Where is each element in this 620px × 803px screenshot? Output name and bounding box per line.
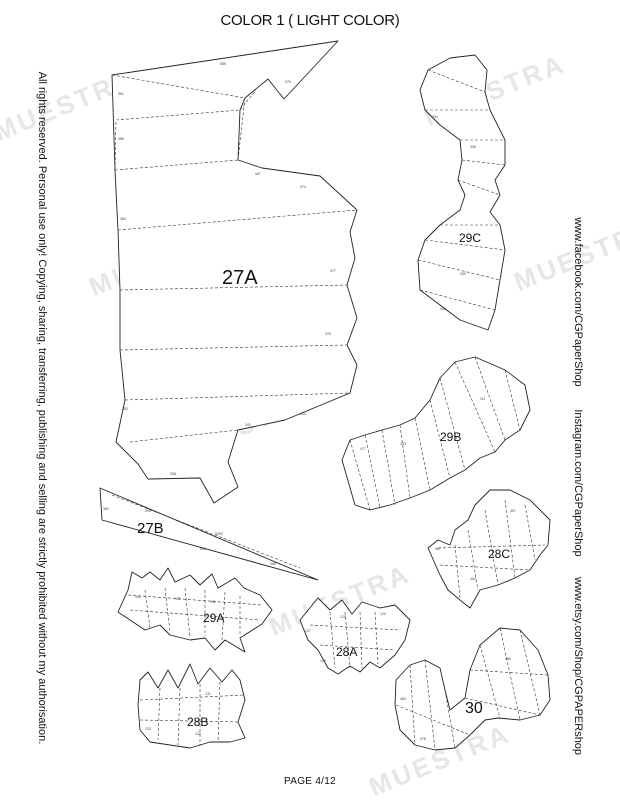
label-30: 30: [465, 700, 483, 717]
piece-27A: 085 376 381 386 067 374 384 377 379 383 …: [111, 40, 358, 504]
svg-text:131: 131: [205, 692, 211, 696]
piece-28A: 127 125 129 124: [299, 597, 411, 675]
piece-28B: 133 132 131: [137, 663, 246, 749]
svg-text:085: 085: [220, 62, 226, 66]
piece-27B: 382 090 5003 543 088: [99, 487, 319, 581]
svg-text:379: 379: [325, 332, 331, 336]
svg-text:543: 543: [200, 547, 206, 551]
svg-text:331: 331: [175, 597, 181, 601]
svg-text:334: 334: [432, 115, 438, 119]
svg-text:484: 484: [400, 697, 406, 701]
svg-text:377: 377: [330, 269, 336, 273]
svg-text:125: 125: [340, 615, 346, 619]
svg-text:336: 336: [135, 595, 141, 599]
piece-30: 484 478 485: [394, 627, 551, 751]
svg-text:477: 477: [360, 447, 366, 451]
svg-text:129: 129: [320, 659, 326, 663]
svg-text:383: 383: [122, 407, 128, 411]
label-28A: 28A: [336, 645, 357, 659]
svg-text:457: 457: [510, 509, 516, 513]
piece-29C: 334 335 339 340: [417, 54, 506, 331]
svg-text:382: 382: [103, 507, 109, 511]
svg-text:462: 462: [470, 577, 476, 581]
piece-28C: 467 457 462: [427, 489, 551, 609]
label-27A: 27A: [222, 267, 258, 289]
svg-text:376: 376: [285, 80, 291, 84]
piece-29A: 336 331 331: [117, 567, 273, 653]
svg-text:340: 340: [440, 307, 446, 311]
svg-text:444: 444: [300, 412, 306, 416]
svg-text:067: 067: [255, 172, 261, 176]
page-title: COLOR 1 ( LIGHT COLOR): [220, 12, 400, 29]
svg-text:111: 111: [480, 397, 485, 401]
svg-text:088: 088: [270, 562, 276, 566]
svg-text:132: 132: [195, 732, 201, 736]
svg-text:339: 339: [460, 272, 466, 276]
svg-text:090: 090: [145, 509, 151, 513]
svg-text:433: 433: [400, 442, 406, 446]
svg-text:467: 467: [435, 547, 441, 551]
svg-text:340: 340: [245, 423, 251, 427]
label-29B: 29B: [440, 430, 461, 444]
svg-text:374: 374: [300, 185, 306, 189]
svg-text:058: 058: [170, 472, 176, 476]
svg-text:381: 381: [118, 92, 124, 96]
svg-text:124: 124: [380, 612, 386, 616]
svg-text:335: 335: [470, 145, 476, 149]
label-27B: 27B: [137, 520, 164, 537]
page-number: PAGE 4/12: [284, 776, 336, 787]
svg-text:386: 386: [118, 137, 124, 141]
label-29A: 29A: [203, 611, 224, 625]
svg-text:485: 485: [505, 657, 511, 661]
piece-29B: 477 433 111: [341, 356, 531, 511]
svg-text:133: 133: [145, 727, 151, 731]
svg-text:5003: 5003: [215, 532, 223, 536]
svg-text:384: 384: [120, 217, 126, 221]
label-29C: 29C: [459, 231, 481, 245]
copyright-notice: All rights reserved. Personal use only! …: [36, 71, 48, 745]
svg-text:127: 127: [305, 629, 311, 633]
label-28C: 28C: [488, 547, 510, 561]
etsy-link-text: www.etsy.com/Shop/CGPAPERshop: [572, 576, 584, 756]
label-28B: 28B: [187, 715, 208, 729]
svg-text:478: 478: [420, 737, 426, 741]
svg-text:331: 331: [210, 600, 216, 604]
